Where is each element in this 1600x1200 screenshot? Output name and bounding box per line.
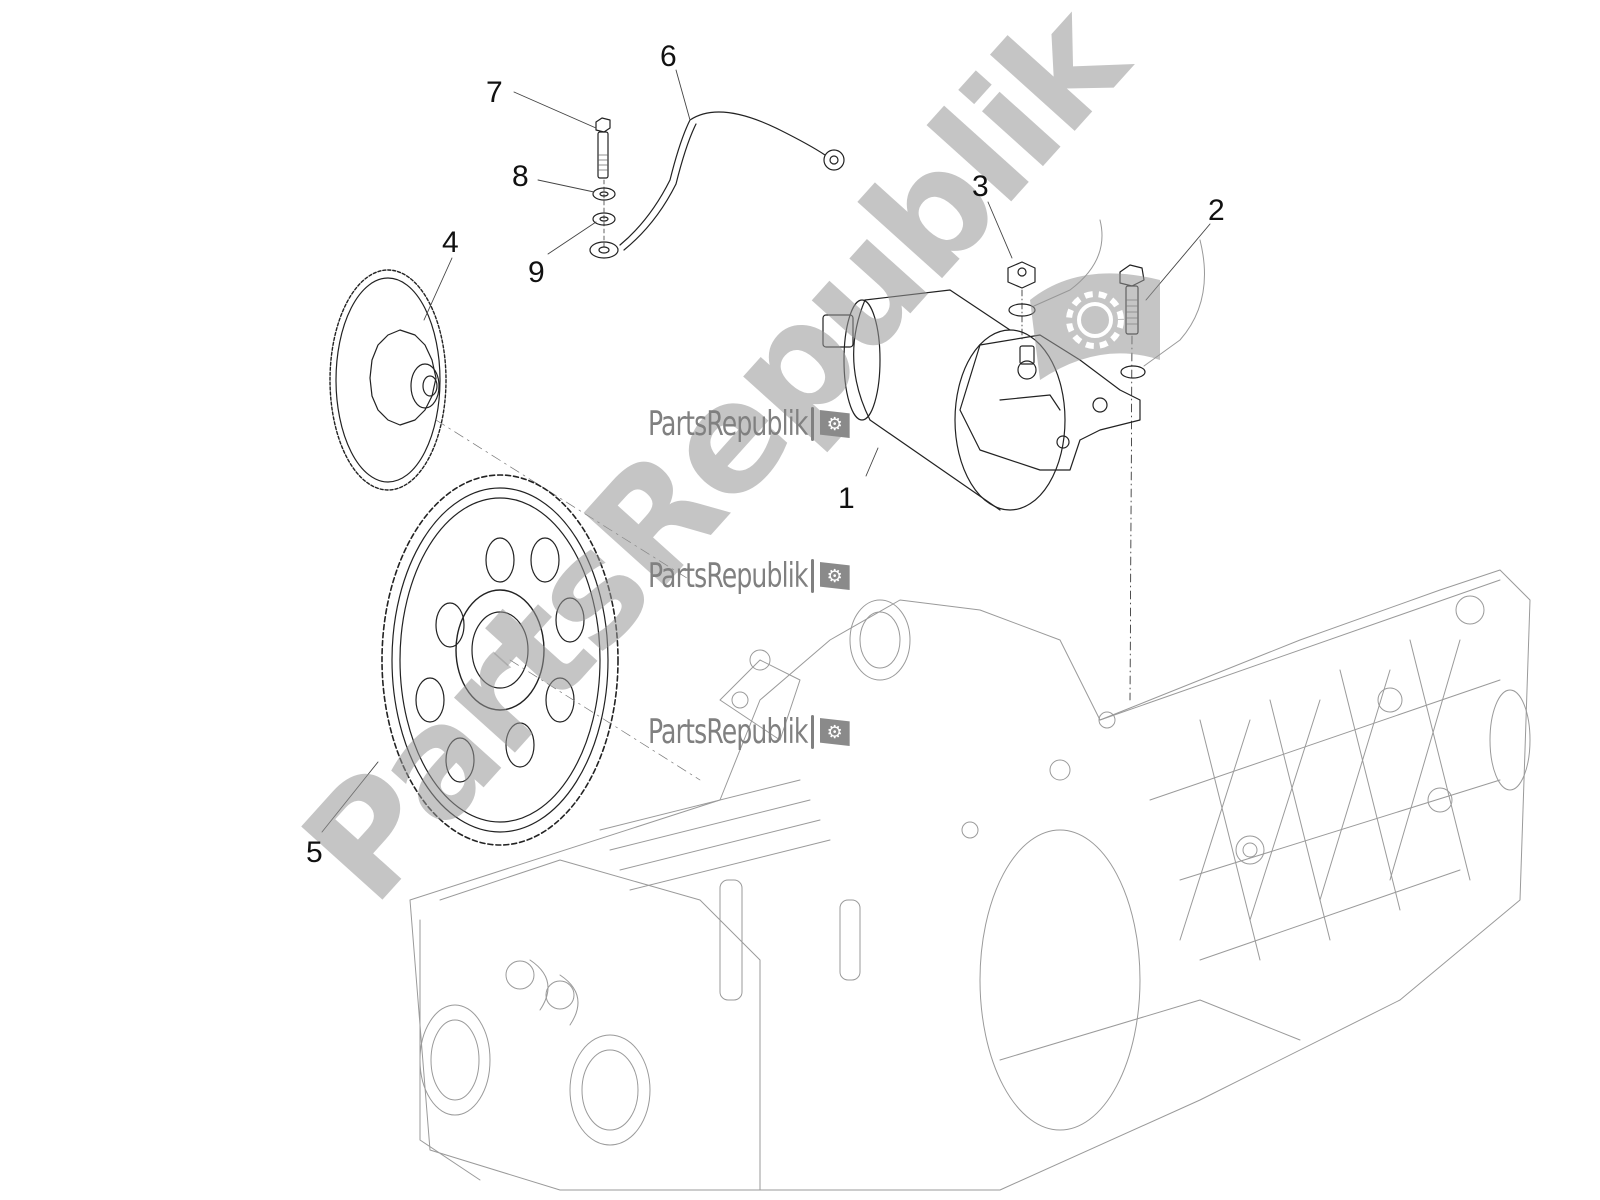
intermediate-gear — [329, 269, 691, 581]
starter-ring-gear — [381, 474, 701, 846]
engine-crankcase — [409, 569, 1531, 1191]
screw-and-washers — [592, 117, 616, 251]
watermark-3: PartsRepublik ⚙ — [648, 712, 850, 752]
watermark-divider — [810, 559, 814, 593]
callout-8: 8 — [512, 160, 529, 193]
watermark-2: PartsRepublik ⚙ — [648, 556, 850, 596]
watermark-divider — [810, 407, 814, 441]
callout-2: 2 — [1208, 194, 1225, 227]
starter-motor — [822, 289, 1141, 511]
callout-1: 1 — [838, 482, 855, 515]
watermark-divider — [810, 715, 814, 749]
gear-flag-icon: ⚙ — [819, 562, 850, 590]
watermark-text: PartsRepublik — [648, 404, 808, 444]
watermark-text: PartsRepublik — [648, 712, 808, 752]
watermark-1: PartsRepublik ⚙ — [648, 404, 850, 444]
callout-3: 3 — [972, 170, 989, 203]
callout-7: 7 — [486, 76, 503, 109]
watermark-text: PartsRepublik — [648, 556, 808, 596]
callout-4: 4 — [442, 226, 459, 259]
callout-9: 9 — [528, 256, 545, 289]
callout-6: 6 — [660, 40, 677, 73]
gear-flag-icon: ⚙ — [819, 718, 850, 746]
gear-flag-icon: ⚙ — [819, 410, 850, 438]
gear-flag-watermark-large — [1030, 273, 1160, 380]
callout-5: 5 — [306, 836, 323, 869]
